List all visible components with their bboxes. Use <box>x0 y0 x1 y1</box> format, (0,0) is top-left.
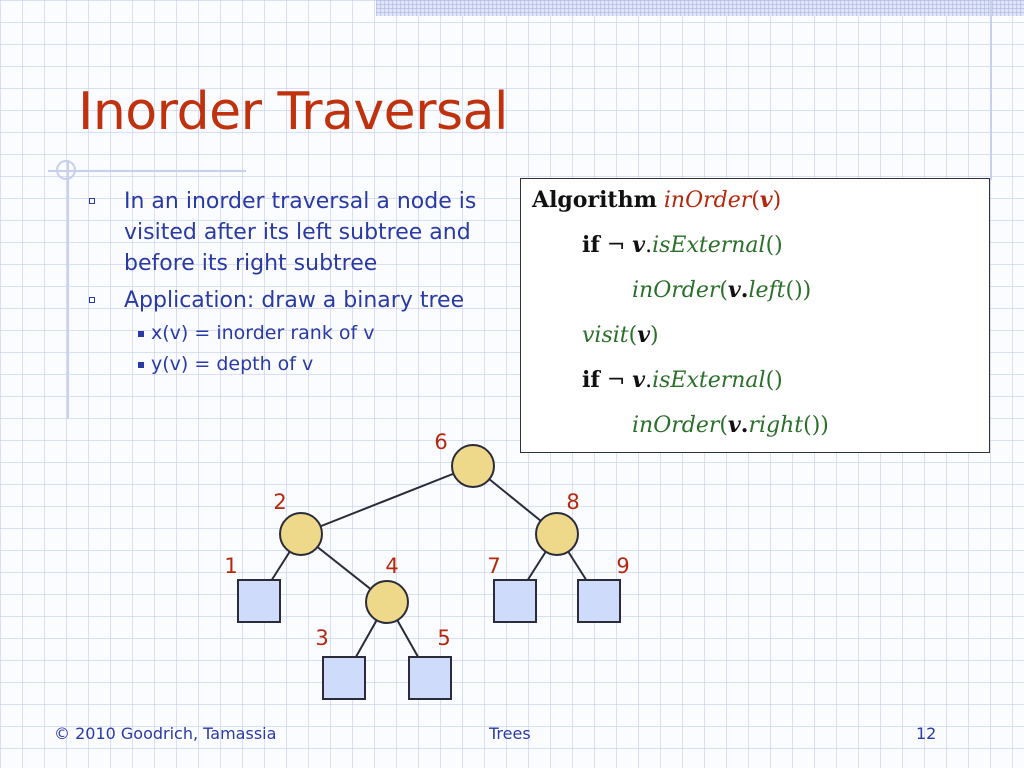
tree-node-6 <box>451 444 495 488</box>
paren: ()) <box>803 413 829 438</box>
algorithm-line-visit: visit(v) <box>582 322 659 348</box>
node-label: 8 <box>566 490 579 514</box>
node-label: 7 <box>487 554 500 578</box>
method-name: left <box>748 278 786 303</box>
tree-leaf-3 <box>322 656 366 700</box>
tree-node-8 <box>535 512 579 556</box>
tree-node-4 <box>365 580 409 624</box>
method-name: isExternal <box>652 368 766 393</box>
method-name: right <box>748 413 804 438</box>
tree-edge <box>300 465 474 535</box>
tree-leaf-9 <box>577 579 621 623</box>
decor-vertical-line-left <box>67 160 69 418</box>
dot: . <box>740 277 749 303</box>
variable: v <box>632 367 646 393</box>
tree-leaf-5 <box>408 656 452 700</box>
dot: . <box>645 233 653 258</box>
decor-horizontal-line <box>48 170 246 172</box>
sub-bullet-item: y(v) = depth of v <box>124 349 502 380</box>
keyword: if <box>582 367 600 393</box>
negation-symbol: ¬ <box>606 233 626 258</box>
node-label: 4 <box>385 554 398 578</box>
node-label: 5 <box>437 626 450 650</box>
node-label: 9 <box>616 554 629 578</box>
bullet-text: In an inorder traversal a node is visite… <box>124 189 477 276</box>
function-name: inOrder <box>632 278 720 303</box>
sub-bullet-text: y(v) = depth of v <box>151 353 314 375</box>
footer-page-number: 12 <box>916 724 937 743</box>
paren: () <box>765 368 783 393</box>
param: v <box>637 322 651 348</box>
negation-symbol: ¬ <box>606 368 626 393</box>
square-bullet-icon <box>89 198 95 204</box>
footer-topic: Trees <box>489 724 531 743</box>
function-name: visit <box>582 323 629 348</box>
header-band <box>376 0 1024 16</box>
keyword: Algorithm <box>532 187 657 213</box>
dot: . <box>740 412 749 438</box>
algorithm-line-header: Algorithm inOrder(v) <box>532 187 781 213</box>
paren: ( <box>751 188 760 213</box>
function-name: inOrder <box>632 413 720 438</box>
node-label: 6 <box>434 430 447 454</box>
filled-square-bullet-icon <box>138 331 144 337</box>
bullet-text: Application: draw a binary tree <box>124 288 465 313</box>
tree-leaf-7 <box>493 579 537 623</box>
algorithm-line-recurse-left: inOrder(v.left()) <box>632 277 811 303</box>
algorithm-line-if-left: if ¬ v.isExternal() <box>582 232 783 258</box>
variable: v <box>632 232 646 258</box>
paren: ( <box>628 323 638 348</box>
param: v <box>759 187 773 213</box>
footer-copyright: © 2010 Goodrich, Tamassia <box>54 724 277 743</box>
tree-edges <box>258 465 600 679</box>
bullet-list: In an inorder traversal a node is visite… <box>82 186 502 386</box>
variable: v <box>727 277 741 303</box>
paren: ()) <box>785 278 812 303</box>
slide-title: Inorder Traversal <box>78 82 508 142</box>
paren: ) <box>650 323 659 348</box>
paren: ) <box>772 188 782 213</box>
keyword: if <box>582 232 600 258</box>
paren: ( <box>719 413 728 438</box>
node-label: 2 <box>273 490 286 514</box>
square-bullet-icon <box>89 297 95 303</box>
dot: . <box>645 368 653 393</box>
crosshair-icon <box>56 160 76 180</box>
decor-vertical-line-right <box>990 0 992 180</box>
algorithm-line-recurse-right: inOrder(v.right()) <box>632 412 829 438</box>
function-name: inOrder <box>663 188 752 213</box>
bullet-item: In an inorder traversal a node is visite… <box>82 186 502 279</box>
paren: ( <box>719 278 728 303</box>
node-label: 1 <box>224 554 237 578</box>
bullet-item: Application: draw a binary tree x(v) = i… <box>82 285 502 380</box>
algorithm-box: Algorithm inOrder(v) if ¬ v.isExternal()… <box>520 178 990 453</box>
node-label: 3 <box>315 626 328 650</box>
tree-node-2 <box>279 512 323 556</box>
algorithm-line-if-right: if ¬ v.isExternal() <box>582 367 783 393</box>
sub-bullet-item: x(v) = inorder rank of v <box>124 318 502 349</box>
tree-leaf-1 <box>237 579 281 623</box>
sub-bullet-list: x(v) = inorder rank of v y(v) = depth of… <box>124 318 502 380</box>
method-name: isExternal <box>652 233 766 258</box>
filled-square-bullet-icon <box>138 362 144 368</box>
variable: v <box>727 412 741 438</box>
paren: () <box>765 233 783 258</box>
sub-bullet-text: x(v) = inorder rank of v <box>151 322 375 344</box>
